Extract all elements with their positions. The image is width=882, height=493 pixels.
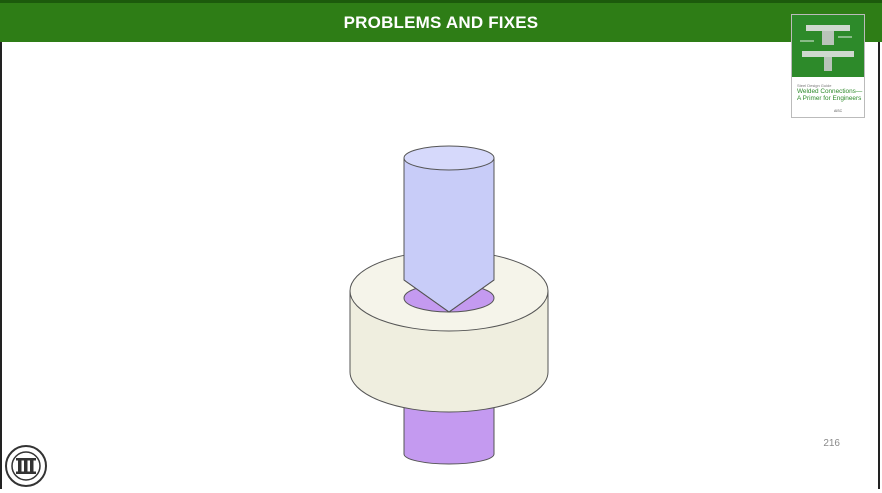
plunger-top-face bbox=[404, 146, 494, 170]
page-number: 216 bbox=[800, 438, 840, 449]
plunger-cylinder bbox=[404, 146, 494, 312]
aisc-seal-logo bbox=[4, 444, 48, 488]
